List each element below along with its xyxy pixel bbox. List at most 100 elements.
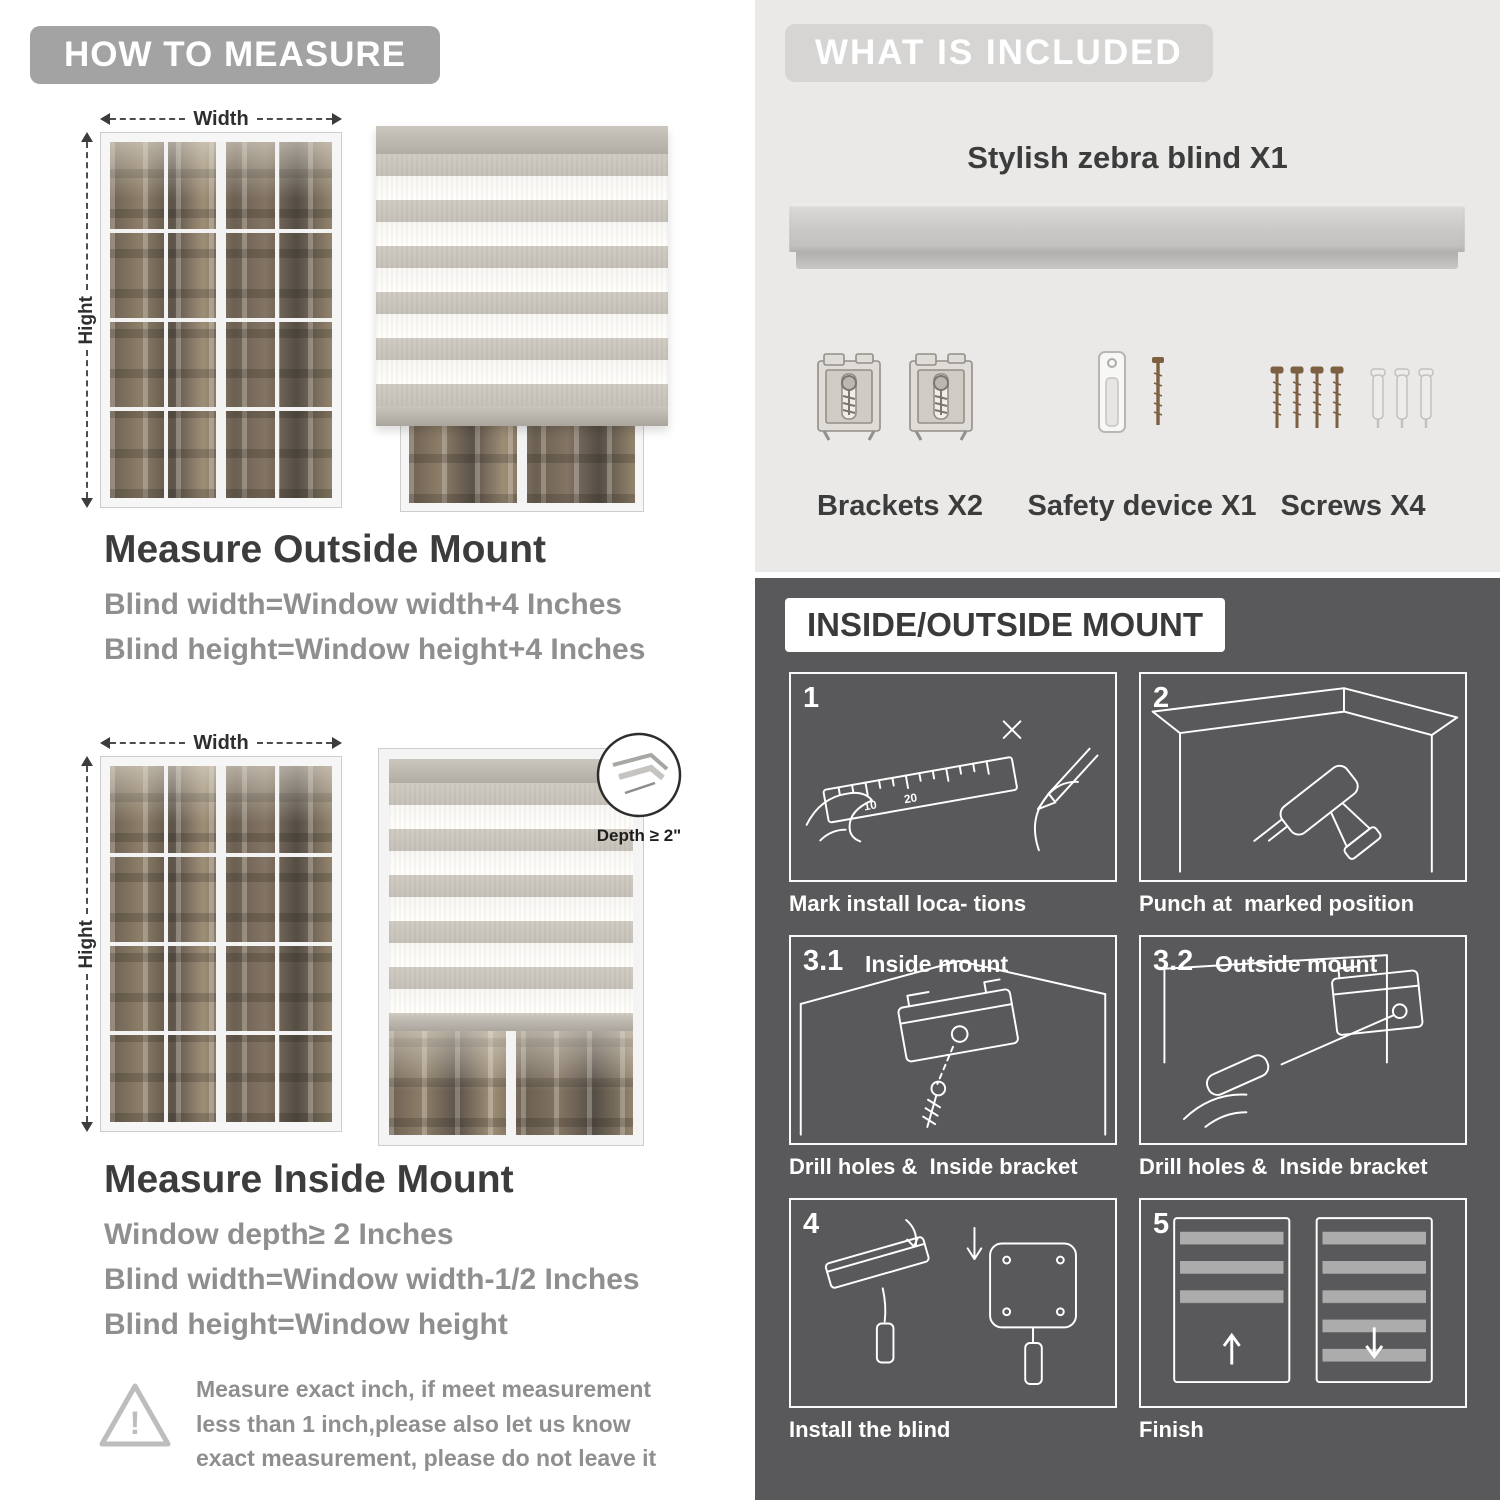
inside-bracket-art xyxy=(799,959,1107,1136)
width-measure-label: Width xyxy=(193,107,249,130)
bracket-icon xyxy=(817,353,881,441)
step-number: 4 xyxy=(803,1208,820,1240)
measure-inside-heading: Measure Inside Mount xyxy=(104,1158,514,1201)
mount-instructions-panel: INSIDE/OUTSIDE MOUNT 1 xyxy=(755,578,1500,1500)
how-to-measure-badge: HOW TO MEASURE xyxy=(30,26,440,84)
svg-text:20: 20 xyxy=(903,791,919,806)
svg-text:!: ! xyxy=(130,1405,141,1441)
arrow-left-icon xyxy=(100,737,110,749)
step-number: 1 xyxy=(803,682,820,714)
blind-bottom-rail xyxy=(376,406,668,426)
how-to-measure-panel: HOW TO MEASURE Width Hight xyxy=(30,26,682,1476)
mount-step-4: 4 xyxy=(789,1198,1117,1447)
width-measure-arrow: Width xyxy=(100,106,343,132)
arrow-right-icon xyxy=(332,113,343,125)
step-caption: Mark install loca- tions xyxy=(789,891,1027,916)
drill-punch-art xyxy=(1151,687,1459,873)
brackets-label: Brackets X2 xyxy=(816,490,984,522)
step-caption: Drill holes & Inside bracket xyxy=(1139,1154,1428,1179)
outside-mount-blind-illustration xyxy=(376,126,668,512)
arrow-right-icon xyxy=(332,737,343,749)
mark-locations-art: 10 20 xyxy=(805,720,1099,852)
brackets-illustration xyxy=(811,352,979,444)
outside-mount-text: Measure Outside Mount Blind width=Window… xyxy=(104,528,645,678)
window-panes xyxy=(110,142,332,498)
bracket-icon xyxy=(909,353,973,441)
window-photo-illustration xyxy=(100,132,342,508)
step-title: Inside mount xyxy=(865,951,1009,977)
arrow-down-icon xyxy=(81,1122,93,1133)
measurement-note: ! Measure exact inch, if meet measuremen… xyxy=(96,1372,676,1476)
screws-label: Screws X4 xyxy=(1280,490,1426,522)
arrow-up-icon xyxy=(81,756,93,766)
step-1-illustration: 1 xyxy=(789,672,1117,882)
measure-outside-heading: Measure Outside Mount xyxy=(104,528,547,571)
height-measure-label: Hight xyxy=(76,919,97,969)
mount-step-5: 5 xyxy=(1139,1198,1467,1447)
blind-cassette xyxy=(389,759,633,783)
depth-callout: Depth ≥ 2" xyxy=(591,731,687,846)
safety-device-icon xyxy=(1098,351,1126,433)
blind-cassette xyxy=(376,126,668,154)
inside-formula-width: Blind width=Window width-1/2 Inches xyxy=(104,1263,640,1296)
step-caption: Install the blind xyxy=(789,1417,951,1442)
step-5-illustration: 5 xyxy=(1139,1198,1467,1408)
install-blind-art xyxy=(824,1219,1077,1385)
outside-formula-width: Blind width=Window width+4 Inches xyxy=(104,588,623,621)
window-behind-blind xyxy=(389,1031,633,1135)
inside-mount-window-figure: Width Hight xyxy=(74,730,343,1133)
arrow-left-icon xyxy=(100,113,110,125)
depth-magnifier-icon xyxy=(596,732,682,818)
headrail-top-face xyxy=(789,204,1465,252)
zebra-blind xyxy=(376,126,668,426)
safety-device-label: Safety device X1 xyxy=(1027,490,1257,522)
screw-icon xyxy=(1152,357,1164,425)
step-number: 5 xyxy=(1153,1208,1170,1240)
width-measure-arrow: Width xyxy=(100,730,343,756)
screws-illustration xyxy=(1267,362,1443,447)
svg-text:10: 10 xyxy=(863,798,879,813)
mount-step-3-2: 3.2 Outside mount xyxy=(1139,935,1467,1184)
what-is-included-panel: WHAT IS INCLUDED Stylish zebra blind X1 xyxy=(755,0,1500,572)
step-3-2-illustration: 3.2 Outside mount xyxy=(1139,935,1467,1145)
headrail-bottom-lip xyxy=(796,252,1458,269)
inside-mount-blind-illustration: Depth ≥ 2" xyxy=(378,732,682,1146)
zebra-blind xyxy=(389,759,633,1031)
step-caption: Finish xyxy=(1139,1417,1204,1442)
mount-step-1: 1 xyxy=(789,672,1117,921)
step-number: 2 xyxy=(1153,682,1170,714)
outside-formula-height: Blind height=Window height+4 Inches xyxy=(104,633,646,666)
what-is-included-badge: WHAT IS INCLUDED xyxy=(785,24,1213,82)
window-photo-illustration xyxy=(100,756,342,1132)
mount-step-2: 2 xyxy=(1139,672,1467,921)
step-number: 3.1 xyxy=(803,945,844,977)
depth-label: Depth ≥ 2" xyxy=(596,826,682,845)
window-panes xyxy=(110,766,332,1122)
step-title: Outside mount xyxy=(1215,951,1378,977)
arrow-up-icon xyxy=(81,132,93,142)
inside-formula-height: Blind height=Window height xyxy=(104,1308,508,1341)
finish-art xyxy=(1173,1217,1433,1384)
height-measure-label: Hight xyxy=(76,295,97,345)
blind-stripes xyxy=(376,154,668,406)
safety-device-illustration xyxy=(1091,348,1167,436)
headrail-illustration xyxy=(789,204,1465,269)
step-2-illustration: 2 xyxy=(1139,672,1467,882)
step-caption: Punch at marked position xyxy=(1139,891,1415,916)
blind-bottom-rail xyxy=(389,1015,633,1031)
screws-and-anchors-icon xyxy=(1270,366,1434,428)
measurement-note-text: Measure exact inch, if meet measurement … xyxy=(196,1376,657,1471)
step-number: 3.2 xyxy=(1153,945,1194,977)
width-measure-label: Width xyxy=(193,731,249,754)
step-caption: Drill holes & Inside bracket xyxy=(789,1154,1078,1179)
inside-formula-depth: Window depth≥ 2 Inches xyxy=(104,1218,454,1251)
height-measure-arrow: Hight xyxy=(74,756,100,1133)
arrow-down-icon xyxy=(81,498,93,509)
outside-mount-window-figure: Width Hight xyxy=(74,106,343,509)
height-measure-arrow: Hight xyxy=(74,132,100,509)
mount-step-3-1: 3.1 Inside mount xyxy=(789,935,1117,1184)
blind-stripes xyxy=(389,783,633,1015)
product-label: Stylish zebra blind X1 xyxy=(967,140,1288,175)
mount-steps-grid: 1 xyxy=(789,672,1467,1447)
inside-mount-text: Measure Inside Mount Window depth≥ 2 Inc… xyxy=(104,1158,640,1353)
